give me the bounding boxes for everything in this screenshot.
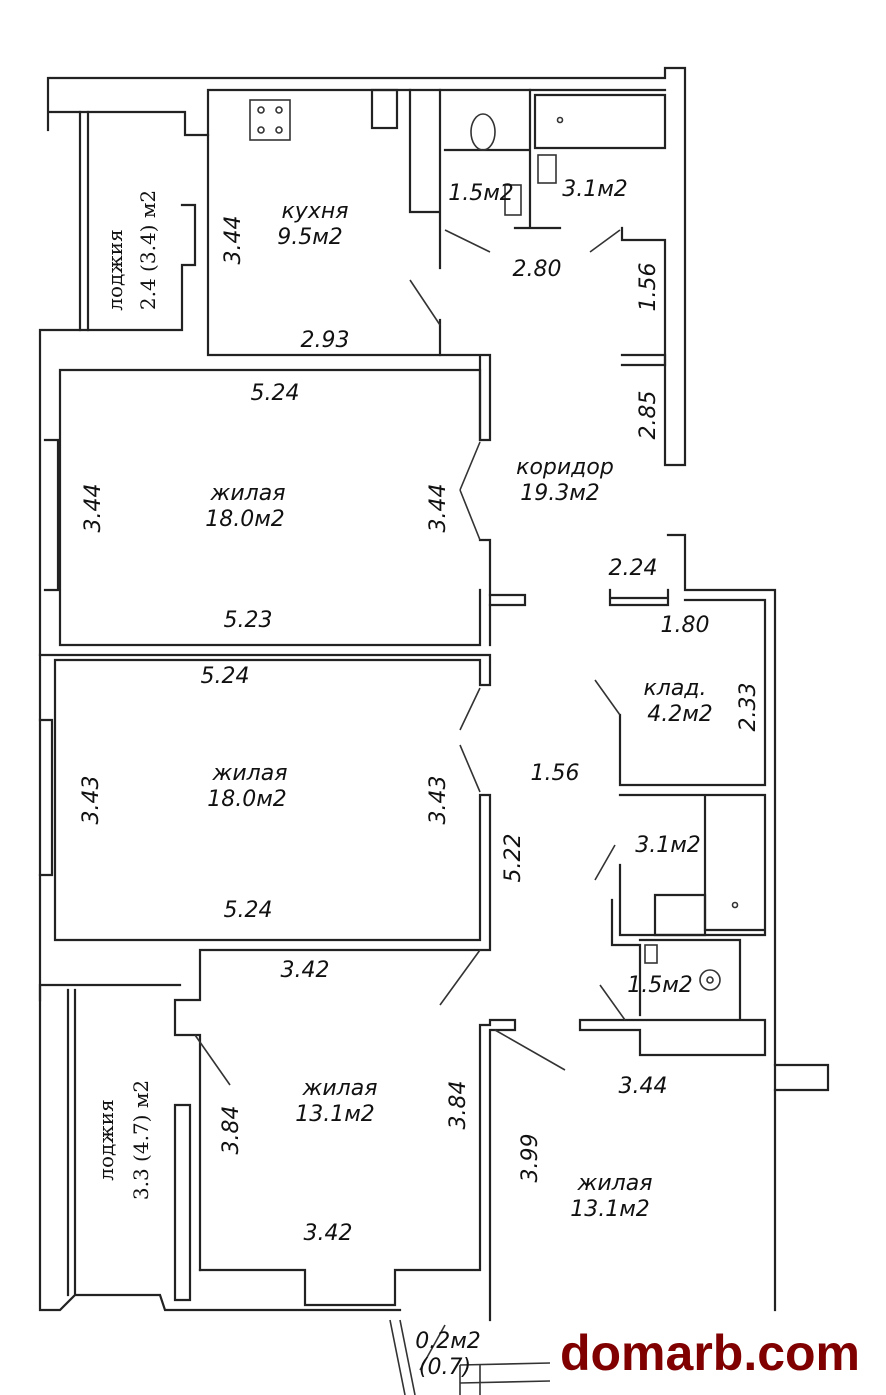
dimension: 1.56	[531, 761, 580, 786]
room1-area: 18.0м2	[205, 507, 285, 532]
dimension: 2.24	[609, 556, 658, 581]
storage-name: клад.	[643, 676, 706, 701]
dimension: 2.85	[636, 391, 661, 440]
dimension: 2.80	[513, 257, 562, 282]
room1-name: жилая	[210, 481, 286, 506]
balcony-area-total: (0.7)	[419, 1355, 471, 1380]
room4-area: 13.1м2	[570, 1197, 650, 1222]
walls	[38, 66, 830, 1395]
bath2-area: 3.1м2	[635, 833, 701, 858]
dimension: 3.42	[304, 1221, 353, 1246]
wc1-area: 1.5м2	[448, 181, 514, 206]
dimension: 5.24	[251, 381, 300, 406]
dimension: 3.44	[221, 216, 246, 265]
dimension: 3.43	[79, 776, 104, 825]
room3-name: жилая	[302, 1076, 378, 1101]
dimension: 3.99	[518, 1134, 543, 1183]
loggia1-name: лоджия	[103, 229, 127, 310]
loggia2-area: 3.3 (4.7) м2	[129, 1080, 153, 1200]
kitchen-area: 9.5м2	[277, 225, 343, 250]
dimensions: 3.44 2.93 2.80 1.56 2.85 5.24 3.44 3.44 …	[79, 216, 761, 1246]
dimension: 1.56	[636, 263, 661, 312]
dimension: 5.22	[501, 834, 526, 883]
kitchen-name: кухня	[282, 199, 349, 224]
bath1-area: 3.1м2	[562, 177, 628, 202]
room3-area: 13.1м2	[295, 1102, 375, 1127]
watermark: domarb.com	[560, 1325, 860, 1381]
balcony-area: 0.2м2	[415, 1329, 481, 1354]
dimension: 3.84	[219, 1106, 244, 1155]
wc2-area: 1.5м2	[627, 973, 693, 998]
dimension: 3.44	[426, 484, 451, 533]
dimension: 3.84	[446, 1081, 471, 1130]
loggia2-name: лоджия	[94, 1099, 118, 1180]
room2-area: 18.0м2	[207, 787, 287, 812]
dimension: 3.44	[81, 484, 106, 533]
dimension: 3.43	[426, 776, 451, 825]
storage-area: 4.2м2	[647, 702, 713, 727]
loggia1-area: 2.4 (3.4) м2	[136, 190, 160, 310]
corridor-area: 19.3м2	[520, 481, 600, 506]
dimension: 2.93	[301, 328, 350, 353]
dimension: 3.42	[281, 958, 330, 983]
dimension: 3.44	[619, 1074, 668, 1099]
room2-name: жилая	[212, 761, 288, 786]
dimension: 2.33	[736, 683, 761, 732]
dimension: 5.23	[224, 608, 273, 633]
dimension: 5.24	[201, 664, 250, 689]
corridor-name: коридор	[516, 455, 614, 480]
dimension: 1.80	[661, 613, 710, 638]
room4-name: жилая	[577, 1171, 653, 1196]
dimension: 5.24	[224, 898, 273, 923]
